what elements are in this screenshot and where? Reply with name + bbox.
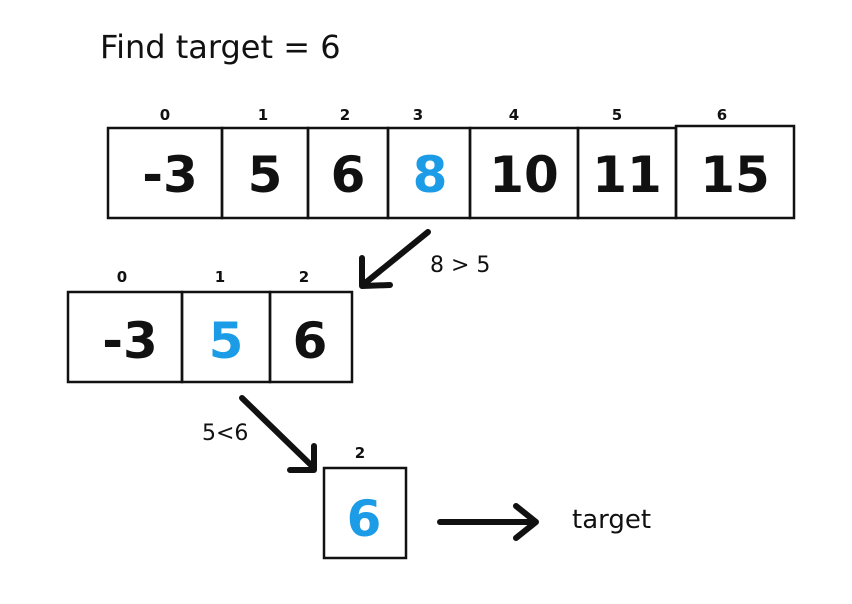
cell-value: 10 <box>489 146 559 204</box>
arrow-down-right <box>239 395 317 473</box>
array-cell-highlighted: 3 8 <box>386 106 472 220</box>
cell-index: 2 <box>355 444 365 462</box>
cell-index: 6 <box>717 106 727 124</box>
array-cell: 0 -3 <box>106 106 224 220</box>
array-cell: 1 5 <box>220 106 310 220</box>
comparison-label: 5<6 <box>202 421 248 446</box>
result-label: target <box>572 505 651 535</box>
array-cell: 4 10 <box>468 106 580 220</box>
arrow-head <box>359 255 393 289</box>
cell-border <box>268 290 354 384</box>
arrow-shaft <box>239 395 315 469</box>
diagram-title: Find target = 6 <box>100 28 341 66</box>
cell-value: 11 <box>592 146 662 204</box>
cell-border <box>674 124 796 220</box>
arrow-head <box>287 443 317 473</box>
cell-value: 8 <box>413 146 448 204</box>
cell-value: 6 <box>347 490 382 548</box>
cell-value: 5 <box>209 312 244 370</box>
cell-index: 3 <box>413 106 423 124</box>
cell-value: -3 <box>142 146 198 204</box>
arrow-down-left <box>359 229 431 289</box>
array-cell: 6 15 <box>674 106 796 220</box>
cell-index: 0 <box>117 268 127 286</box>
cell-value: 15 <box>700 146 770 204</box>
array-cell: 2 6 <box>268 268 354 384</box>
array-cell: 0 -3 <box>66 268 184 384</box>
array-cell: 2 6 <box>306 106 390 220</box>
cell-index: 1 <box>215 268 225 286</box>
arrow-right <box>437 503 539 541</box>
arrow-head <box>513 503 539 541</box>
array-cell-highlighted: 1 5 <box>180 268 272 384</box>
cell-index: 1 <box>258 106 268 124</box>
cell-value: 6 <box>331 146 366 204</box>
cell-index: 5 <box>612 106 622 124</box>
cell-value: 6 <box>293 312 328 370</box>
cell-index: 2 <box>340 106 350 124</box>
array-row-target: 2 6 <box>322 444 408 560</box>
cell-index: 2 <box>299 268 309 286</box>
array-row-left-half: 0 -3 1 5 2 6 <box>66 268 354 384</box>
cell-value: 5 <box>248 146 283 204</box>
cell-value: -3 <box>102 312 158 370</box>
cell-index: 0 <box>160 106 170 124</box>
cell-index: 4 <box>509 106 519 124</box>
array-cell-highlighted: 2 6 <box>322 444 408 560</box>
arrow-shaft <box>361 229 431 287</box>
comparison-label: 8 > 5 <box>430 253 490 278</box>
cell-border <box>322 466 408 560</box>
array-row-full: 0 -3 1 5 2 6 3 8 4 10 5 11 <box>106 106 796 220</box>
array-cell: 5 11 <box>576 106 678 220</box>
